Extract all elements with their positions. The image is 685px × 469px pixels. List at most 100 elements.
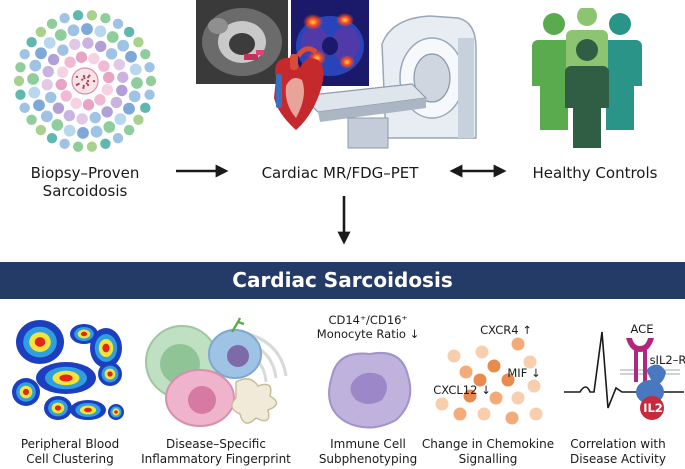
granuloma-cell (75, 112, 89, 126)
sil2r-label: sIL2–R (649, 353, 685, 367)
granuloma-cell (72, 9, 84, 22)
granuloma-cell (25, 113, 38, 126)
granuloma-cell (46, 132, 58, 144)
granuloma-cell (143, 88, 156, 101)
granuloma-cell (47, 53, 60, 66)
granuloma-cell (100, 105, 114, 119)
granuloma-cell (86, 140, 98, 153)
chemokine-caption-line1: Change in Chemokine (421, 437, 555, 451)
granuloma-cell (63, 109, 76, 122)
granuloma-cell (90, 125, 104, 139)
granuloma-cell (66, 23, 80, 37)
granuloma-cell (35, 26, 47, 38)
granuloma-core-dot (82, 84, 85, 87)
granuloma-cell (14, 88, 27, 101)
granuloma-cell (94, 40, 107, 53)
cardiac-mr-image (196, 0, 288, 84)
activity-caption-line1: Correlation with (570, 437, 666, 451)
granuloma-cell (25, 36, 38, 49)
granuloma-cell (40, 78, 54, 92)
granuloma-cell (106, 30, 120, 44)
granuloma-cell (112, 132, 124, 144)
scanner-and-heart-illustration (274, 15, 477, 149)
granuloma-cell (54, 78, 68, 91)
granuloma-cell (59, 89, 73, 103)
granuloma-cell (35, 124, 47, 136)
granuloma-cell (18, 48, 31, 60)
chemokine-dot (463, 389, 477, 403)
chemokine-dot (473, 373, 487, 387)
granuloma-cell (99, 12, 112, 25)
granuloma-cell (86, 9, 98, 22)
granuloma-core-dot (82, 75, 86, 78)
granuloma-cell (34, 46, 48, 60)
chemokine-dot (523, 355, 537, 369)
granuloma-core-dot (83, 76, 86, 80)
granuloma-cell (130, 76, 144, 90)
cluster-density-blob (22, 388, 30, 396)
granuloma-illustration (13, 9, 157, 153)
ecg-receptor-illustration (564, 331, 684, 420)
granuloma-core-dot (81, 78, 84, 81)
activity-caption: Correlation with Disease Activity (552, 437, 684, 467)
fingerprint-caption-line2: Inflammatory Fingerprint (141, 452, 291, 466)
granuloma-cell (18, 102, 31, 114)
chemokine-caption-line2: Signalling (458, 452, 518, 466)
granuloma-cell (87, 52, 101, 65)
granuloma-cell (72, 140, 84, 153)
granuloma-cell (116, 70, 130, 84)
fdg-pet-image (291, 0, 369, 86)
granuloma-cell (75, 50, 88, 64)
granuloma-cell (110, 96, 123, 109)
chemokine-dot (453, 407, 467, 421)
biopsy-proven-line1: Biopsy–Proven (30, 164, 140, 182)
cell-clustering-plot (12, 320, 124, 420)
granuloma-cell (105, 47, 118, 61)
cxcl12-label: CXCL12 ↓ (433, 383, 491, 397)
granuloma-cell (56, 43, 70, 57)
granuloma-core-dot (82, 86, 85, 89)
granuloma-cell (102, 71, 116, 84)
granuloma-cell (63, 124, 77, 138)
granuloma-cell (97, 59, 111, 73)
chemokine-dot (489, 391, 503, 405)
cxcr4-label: CXCR4 ↑ (480, 323, 532, 337)
granuloma-cell (58, 137, 71, 150)
granuloma-cell (54, 28, 68, 42)
granuloma-core (71, 67, 99, 95)
activity-caption-line2: Disease Activity (570, 452, 666, 466)
fingerprint-caption: Disease–Specific Inflammatory Fingerprin… (128, 437, 304, 467)
healthy-controls-label: Healthy Controls (532, 164, 658, 182)
chemokine-caption: Change in Chemokine Signalling (418, 437, 558, 467)
cardiac-sarcoidosis-banner: Cardiac Sarcoidosis (0, 262, 685, 299)
granuloma-cell (115, 84, 129, 97)
granuloma-core-dot (75, 83, 78, 86)
granuloma-cell (50, 118, 64, 132)
chemokine-dot (501, 373, 515, 387)
inflammatory-cells-illustration (145, 317, 288, 427)
cluster-density-blob (59, 374, 73, 382)
granuloma-cell (124, 50, 138, 64)
granuloma-core-dot (85, 82, 88, 85)
granuloma-cell (40, 109, 54, 123)
granuloma-cell (88, 111, 102, 124)
cardiac-mr-pet-label: Cardiac MR/FDG–PET (261, 164, 419, 182)
granuloma-cell (27, 86, 41, 100)
granuloma-cell (46, 18, 58, 30)
granuloma-cell (132, 36, 145, 49)
immune-caption-line1: Immune Cell (330, 437, 406, 451)
chemokine-dot (435, 397, 449, 411)
monocyte-ratio-label: CD14⁺/CD16⁺ Monocyte Ratio ↓ (314, 313, 422, 341)
clustering-caption-line1: Peripheral Blood (20, 437, 120, 451)
granuloma-cell (112, 18, 124, 30)
cluster-density-blob (107, 371, 113, 377)
granuloma-cell (14, 61, 27, 74)
healthy-controls-people-icon (532, 8, 642, 148)
chemokine-dot (527, 379, 541, 393)
granuloma-cell (123, 124, 135, 136)
granuloma-core-dot (75, 75, 79, 78)
granuloma-cell (99, 137, 112, 150)
fingerprint-caption-line1: Disease–Specific (166, 437, 266, 451)
mif-label: MIF ↓ (507, 366, 541, 380)
cluster-density-blob (114, 410, 118, 414)
